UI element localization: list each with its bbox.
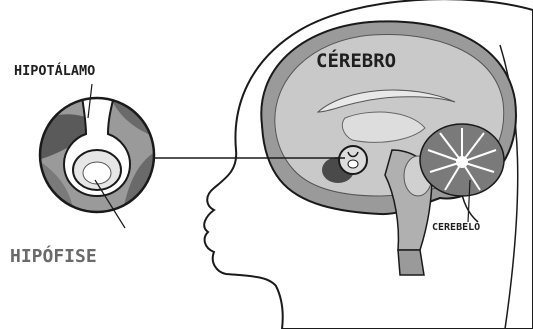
cerebellum-core <box>456 156 468 168</box>
zoom-inset <box>38 96 158 216</box>
cerebellum <box>420 124 504 196</box>
label-hipofise: HIPÓFISE <box>10 245 97 267</box>
label-hipotalamo: HIPOTÁLAMO <box>14 62 95 79</box>
label-cerebelo: CEREBELO <box>432 222 480 233</box>
pituitary-marker <box>339 146 367 174</box>
spinal-cord <box>398 250 424 275</box>
label-cerebro: CÉREBRO <box>316 49 396 72</box>
